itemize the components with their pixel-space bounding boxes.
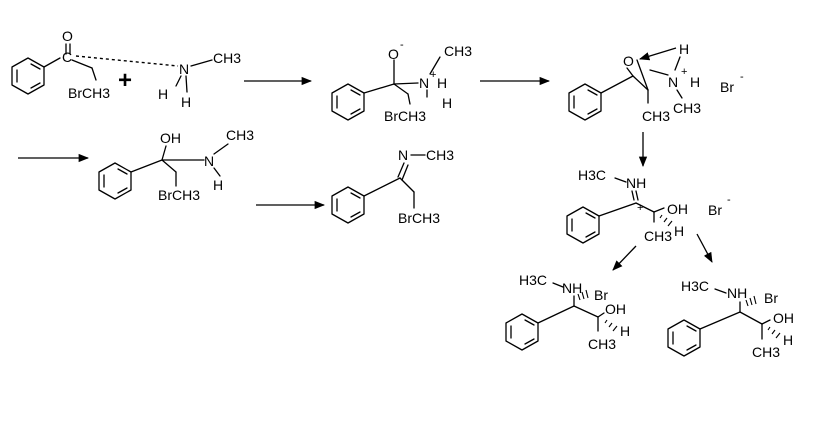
group-hydroxyl: OH — [773, 310, 794, 326]
plus-sign: + — [118, 67, 132, 94]
bromide-ion: Br — [720, 79, 734, 95]
charge-plus: + — [681, 66, 687, 78]
group-methyl: CH3 — [644, 228, 672, 244]
reactant-methylamine: N CH3 H H — [158, 50, 241, 110]
atom-hydrogen: H — [158, 86, 168, 102]
benzene-ring — [566, 206, 600, 244]
atom-bromine: Br — [594, 287, 608, 303]
tetrahedral-intermediate: O - N + H CH3 H BrCH3 — [331, 39, 472, 124]
atom-hydrogen: H — [213, 177, 223, 193]
group-methyl: CH3 — [213, 50, 241, 66]
iminium-intermediate: H3C NH + OH CH3 H Br - — [566, 167, 731, 244]
bromo-amino-alcohol-product-b: H3C NH Br OH CH3 H — [667, 278, 794, 360]
group-methyl: CH3 — [226, 127, 254, 143]
atom-nitrogen: N — [398, 147, 408, 163]
group-bromo-methyl: BrCH3 — [398, 210, 440, 226]
atom-nitrogen: N — [419, 75, 429, 91]
group-methyl-left: H3C — [519, 272, 547, 288]
benzene-ring — [11, 57, 45, 95]
group-methyl: CH3 — [642, 108, 670, 124]
atom-hydrogen: H — [181, 94, 191, 110]
group-amine: NH — [562, 280, 582, 296]
epoxide-intermediate: O CH3 N + H H CH3 Br - — [568, 41, 744, 124]
atom-bromine: Br — [764, 290, 778, 306]
atom-nitrogen: N — [204, 153, 214, 169]
charge-plus: + — [637, 202, 643, 214]
proton-transfer-arrow — [639, 47, 677, 61]
amino-alcohol-intermediate: OH N CH3 H BrCH3 — [98, 127, 254, 203]
atom-hydrogen: H — [690, 74, 700, 90]
group-hydroxyl: OH — [667, 201, 688, 217]
imine-product: N CH3 BrCH3 — [331, 147, 454, 226]
group-bromo-methyl: BrCH3 — [158, 187, 200, 203]
atom-hydrogen: H — [442, 95, 452, 111]
atom-hydrogen: H — [620, 323, 630, 339]
group-bromo-methyl: BrCH3 — [384, 108, 426, 124]
group-hydroxyl: OH — [605, 301, 626, 317]
reactant-bromoketone: O C BrCH3 — [11, 28, 110, 101]
bromide-ion: Br — [708, 202, 722, 218]
group-methyl: CH3 — [673, 100, 701, 116]
benzene-ring — [568, 83, 602, 121]
charge-minus: - — [740, 71, 744, 83]
atom-hydrogen: H — [674, 223, 684, 239]
charge-minus: - — [727, 194, 731, 206]
group-methyl: CH3 — [426, 147, 454, 163]
atom-oxygen: O — [62, 28, 73, 44]
group-methyl: CH3 — [752, 344, 780, 360]
group-methyl-left: H3C — [681, 278, 709, 294]
atom-hydrogen: H — [437, 75, 447, 91]
bromo-amino-alcohol-product-a: H3C NH Br OH CH3 H — [505, 272, 630, 352]
atom-oxygen: O — [623, 53, 634, 69]
group-amine: NH — [626, 175, 646, 191]
group-methyl-left: H3C — [578, 167, 606, 183]
benzene-ring — [505, 313, 539, 351]
group-methyl: CH3 — [444, 43, 472, 59]
group-methyl: CH3 — [588, 336, 616, 352]
atom-hydrogen: H — [783, 332, 793, 348]
group-amine: NH — [727, 285, 747, 301]
atom-nitrogen: N — [668, 74, 678, 90]
benzene-ring — [667, 319, 701, 357]
charge-plus: + — [430, 69, 436, 81]
reaction-arrow-left — [612, 245, 637, 271]
charge-minus: - — [400, 39, 404, 51]
group-bromo-methyl: BrCH3 — [68, 85, 110, 101]
atom-oxygen: O — [388, 46, 399, 62]
atom-carbonyl-carbon: C — [62, 49, 72, 65]
atom-hydrogen: H — [679, 41, 689, 57]
benzene-ring — [331, 83, 365, 121]
benzene-ring — [98, 162, 132, 200]
reaction-arrow-right — [696, 233, 713, 263]
group-hydroxyl: OH — [160, 130, 181, 146]
atom-nitrogen: N — [179, 61, 189, 77]
benzene-ring — [331, 186, 365, 224]
nucleophilic-attack-dashed-line — [75, 55, 179, 67]
